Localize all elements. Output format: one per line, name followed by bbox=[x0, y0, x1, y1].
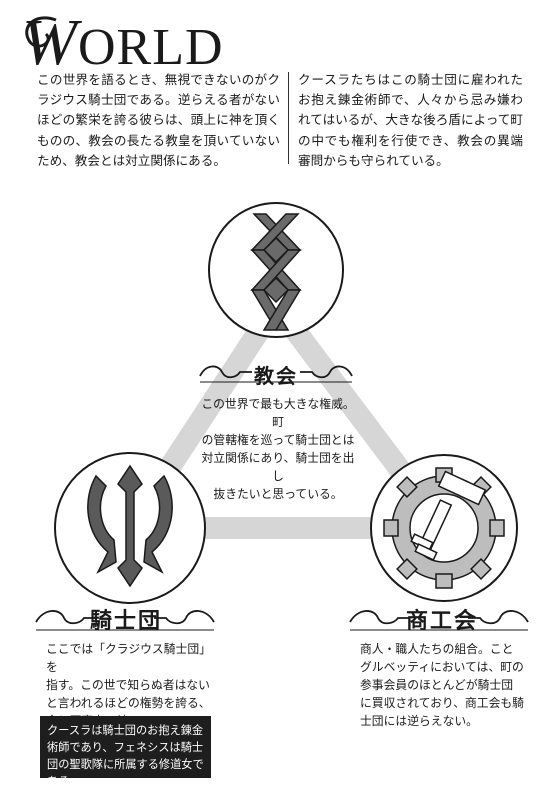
knights-ornament bbox=[35, 610, 215, 631]
church-desc-line: この世界で最も大きな権威。町 bbox=[201, 397, 355, 429]
knot-icon bbox=[250, 213, 302, 331]
guild-description: 商人・職人たちの組合。ことグルベッティにおいては、町の参事会員のほとんどが騎士団… bbox=[360, 642, 524, 728]
guild-label: 商工会 bbox=[405, 609, 478, 634]
column-divider bbox=[288, 72, 289, 164]
note-box: クースラは騎士団のお抱え錬金術師であり、フェネシスは騎士団の聖歌隊に所属する修道… bbox=[40, 716, 211, 787]
page-title: WORLD bbox=[22, 10, 282, 77]
knights-label: 騎士団 bbox=[89, 609, 162, 634]
knights-desc-line: ここでは「クラジウス騎士団」を bbox=[46, 642, 211, 674]
intro-right-column: クースラたちはこの騎士団に雇われたお抱え錬金術師で、人々から忌み嫌われてはいるが… bbox=[298, 72, 523, 168]
church-desc-line: 抜きたいと思っている。 bbox=[213, 487, 343, 501]
church-desc-line: 対立関係にあり、騎士団を出し bbox=[201, 451, 355, 483]
knights-desc-line: 指す。この世で知らぬ者はないと言われるほどの権勢を誇る、 bbox=[46, 678, 211, 710]
triangle-connector bbox=[119, 294, 455, 539]
church-desc-line: の管轄権を巡って騎士団とは bbox=[201, 433, 355, 447]
trident-crest-icon bbox=[87, 464, 173, 588]
church-ornament bbox=[199, 365, 353, 383]
church-description: この世界で最も大きな権威。町 の管轄権を巡って騎士団とは 対立関係にあり、騎士団… bbox=[196, 395, 360, 503]
page-title-initial: W bbox=[22, 6, 78, 79]
intro-left-column: この世界を語るとき、無視できないのがクラジウス騎士団である。逆らえる者がないほど… bbox=[37, 72, 280, 168]
title-swash-ornament bbox=[25, 16, 57, 48]
gear-hammer-icon bbox=[383, 467, 505, 589]
page-title-rest: ORLD bbox=[77, 19, 224, 76]
church-label: 教会 bbox=[254, 364, 298, 388]
guild-ornament bbox=[349, 610, 529, 631]
